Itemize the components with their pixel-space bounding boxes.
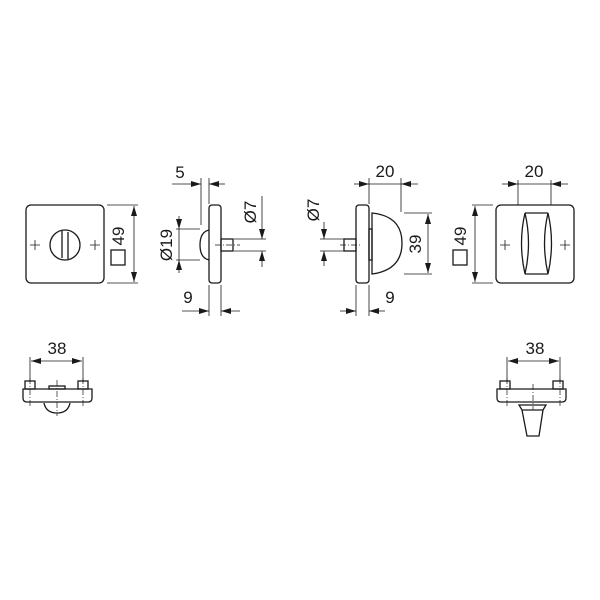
dim-bottom-right-spacing: 38 [526, 339, 545, 358]
side-view-left: 5 Ø19 Ø7 9 [157, 163, 266, 316]
dim-side-right-knob: 39 [406, 235, 425, 254]
dim-side-left-spindle: Ø7 [241, 201, 260, 224]
square-symbol-icon [110, 249, 126, 266]
dim-front-left-size: 49 [109, 227, 128, 246]
dim-side-left-knob: Ø19 [157, 229, 176, 261]
screw-hole-icon [30, 240, 100, 250]
dim-side-left-bottom: 9 [183, 288, 192, 307]
dim-front-right-knob: 20 [525, 162, 544, 181]
dim-front-right-size: 49 [451, 227, 470, 246]
dim-side-right-top: 20 [376, 162, 395, 181]
bottom-view-right: 38 [496, 339, 567, 437]
screw-hole-icon [500, 240, 570, 250]
bottom-view-left: 38 [22, 339, 93, 416]
front-view-right: 49 20 [451, 162, 575, 284]
dim-bottom-left-spacing: 38 [48, 339, 67, 358]
dim-side-right-bottom: 9 [385, 288, 394, 307]
dim-side-right-spindle: Ø7 [304, 199, 323, 222]
square-symbol-icon [452, 249, 468, 266]
front-view-left: 49 [25, 204, 138, 284]
side-view-right: 20 39 Ø7 9 [304, 162, 432, 316]
dim-side-left-top: 5 [175, 163, 184, 182]
